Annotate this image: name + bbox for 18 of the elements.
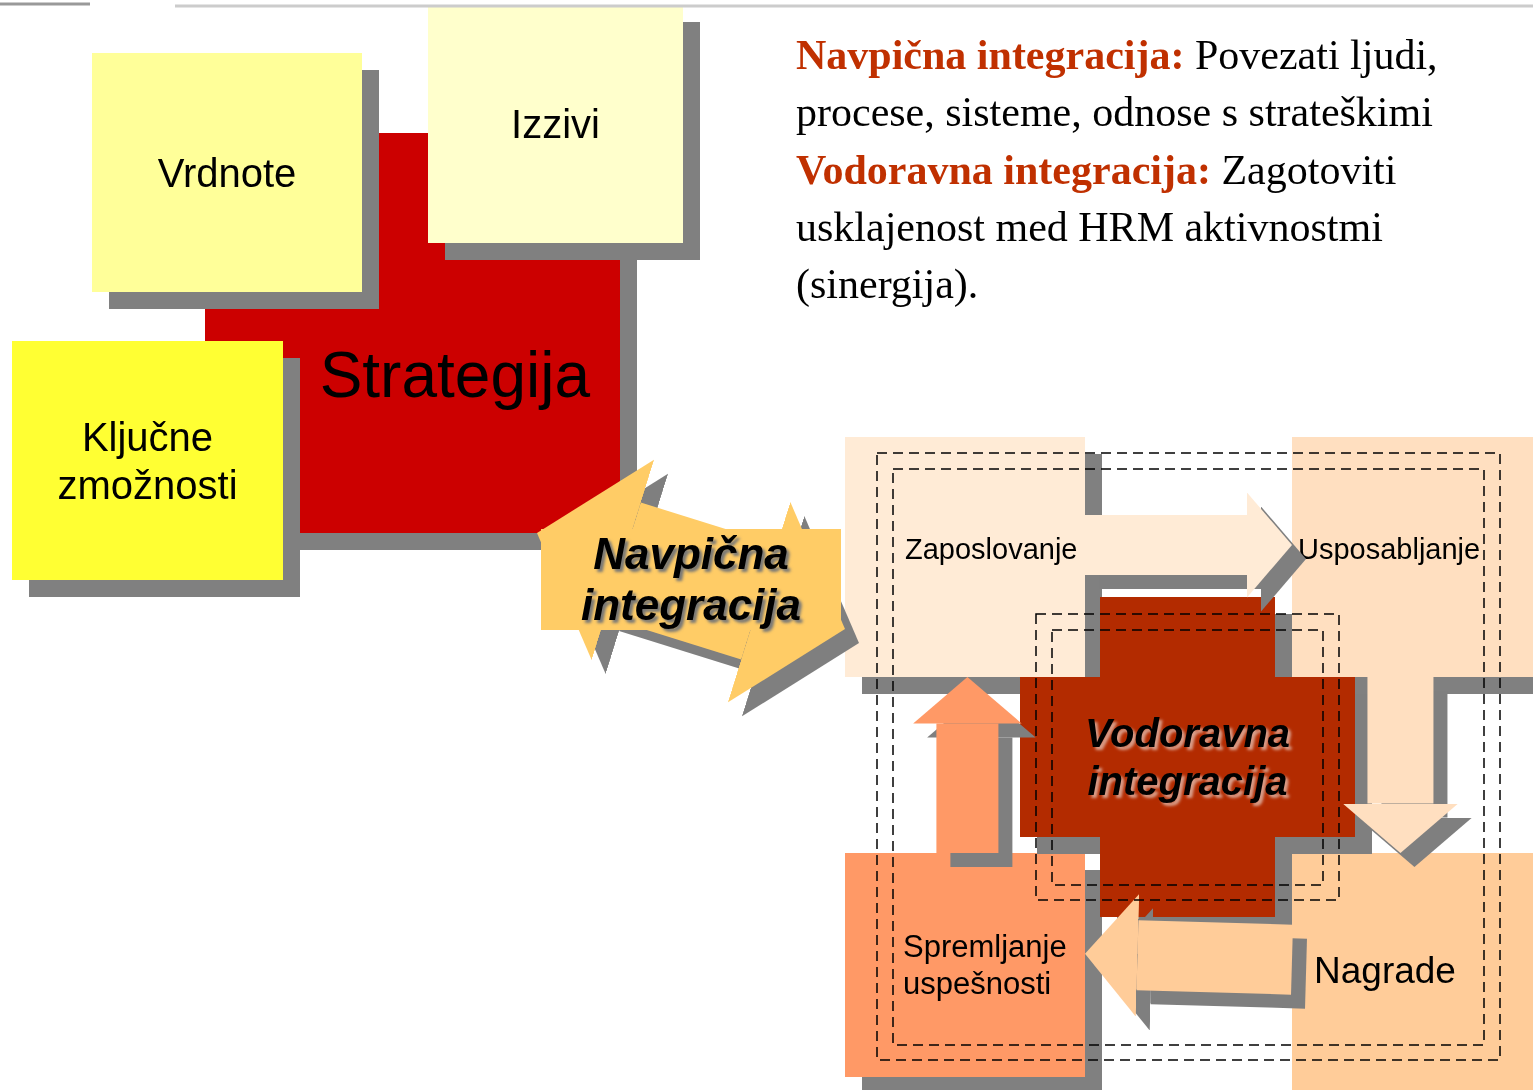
node-label: Nagrade	[1314, 949, 1456, 994]
description-paragraph: Navpična integracija: Povezati ljudi, procese, sisteme, odnose s strateškimi	[796, 31, 1439, 137]
block-arrow	[1085, 492, 1292, 598]
node-label: Izzivi	[511, 101, 600, 148]
block-arrow	[1085, 894, 1293, 1017]
block-arrow	[537, 459, 845, 703]
process-box	[1292, 853, 1533, 1090]
node-label: Spremljanje uspešnosti	[903, 927, 1068, 1003]
block-arrow	[1342, 677, 1459, 853]
node-label: Usposabljanje	[1298, 531, 1481, 567]
edge-label: Navpična integracija	[541, 529, 841, 631]
block-arrow	[913, 677, 1022, 853]
node-label: Zaposlovanje	[905, 531, 1078, 567]
node-label: Vrdnote	[157, 149, 297, 197]
node-label: Ključne zmožnosti	[56, 413, 239, 509]
node-label: Vodoravna integracija	[1083, 710, 1292, 805]
description-paragraph: Vodoravna integracija: Zagotoviti usklajenost med HRM aktivnostmi (sinergija).	[796, 146, 1398, 309]
node-label: Strategija	[319, 337, 590, 413]
